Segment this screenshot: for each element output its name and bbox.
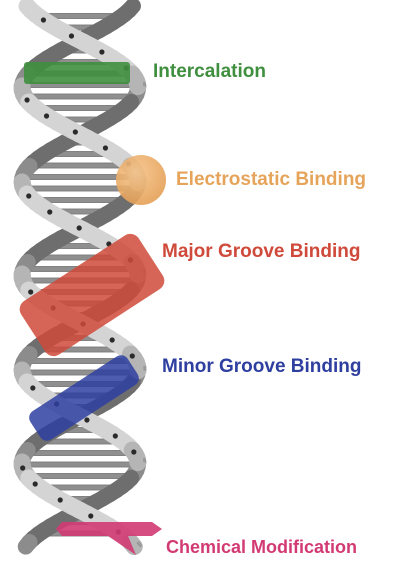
phosphate-dot [110,337,115,342]
phosphate-dot [20,465,25,470]
phosphate-dot [47,209,52,214]
backbone-segment [26,542,30,547]
phosphate-dot [69,33,74,38]
phosphate-dot [77,225,82,230]
phosphate-dot [88,513,93,518]
base-pair-rung [25,94,136,99]
phosphate-dot [41,17,46,22]
phosphate-dot [24,97,29,102]
backbone-shade [144,82,145,87]
phosphate-dot [28,289,33,294]
phosphate-dot [44,113,49,118]
phosphate-dot [33,481,38,486]
chemical-modification-arrow [56,522,162,555]
chemical-modification-label: Chemical Modification [166,537,357,558]
backbone-shade [144,458,145,463]
phosphate-dot [26,193,31,198]
electrostatic-orb [116,155,166,205]
intercalation-marker [24,62,130,84]
backbone-segment [137,458,138,463]
intercalation-label: Intercalation [153,61,266,83]
phosphate-dot [103,145,108,150]
base-pair-rung [22,462,138,467]
phosphate-dot [113,433,118,438]
phosphate-dot [99,49,104,54]
phosphate-dot [131,449,136,454]
electrostatic-binding-label: Electrostatic Binding [176,169,366,191]
phosphate-dot [58,497,63,502]
phosphate-dot [73,129,78,134]
phosphate-dot [130,353,135,358]
minor-groove-binding-label: Minor Groove Binding [162,356,362,378]
base-pair-rung [25,450,134,455]
phosphate-dot [84,417,89,422]
phosphate-dot [30,385,35,390]
base-pair-rung [27,473,133,478]
major-groove-binding-label: Major Groove Binding [162,241,360,263]
backbone-segment [137,82,138,87]
